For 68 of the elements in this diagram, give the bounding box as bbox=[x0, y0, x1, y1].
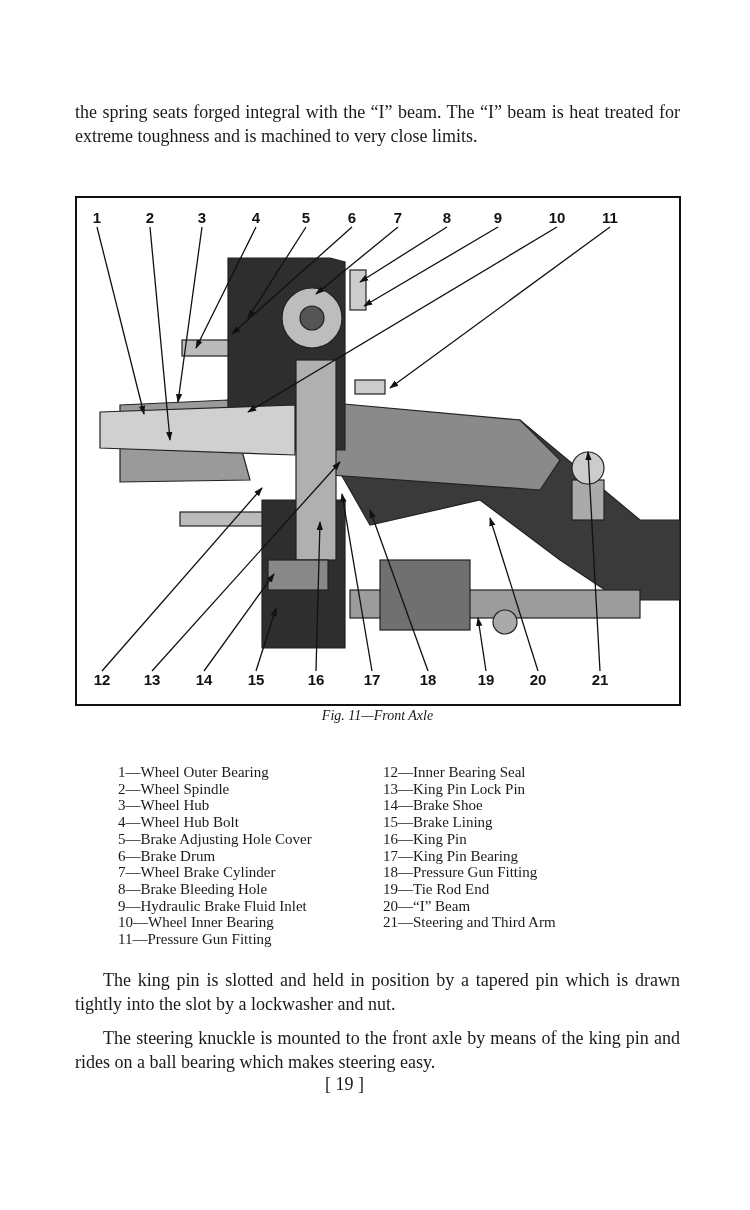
leader-line bbox=[363, 226, 499, 307]
legend-entry: 17—King Pin Bearing bbox=[383, 847, 518, 864]
callout-number: 7 bbox=[385, 209, 411, 227]
callout-number: 9 bbox=[485, 209, 511, 227]
leader-line bbox=[476, 617, 487, 672]
leader-line bbox=[315, 521, 323, 672]
figure-caption: Fig. 11—Front Axle bbox=[320, 708, 435, 724]
leader-line bbox=[585, 451, 601, 672]
callout-number: 17 bbox=[359, 671, 385, 689]
callout-number: 21 bbox=[587, 671, 613, 689]
callout-number: 19 bbox=[473, 671, 499, 689]
legend-entry: 8—Brake Bleeding Hole bbox=[118, 880, 268, 897]
callout-number: 18 bbox=[415, 671, 441, 689]
leader-line bbox=[340, 493, 373, 672]
legend-entry: 3—Wheel Hub bbox=[118, 797, 210, 814]
leader-line bbox=[101, 487, 263, 672]
callout-number: 12 bbox=[89, 671, 115, 689]
legend-entry: 12—Inner Bearing Seal bbox=[383, 764, 526, 780]
legend-entry: 9—Hydraulic Brake Fluid Inlet bbox=[118, 897, 307, 914]
body-paragraph: The king pin is slotted and held in position by a tapered pin which is drawn tightly into the slot by a lockwasher and nut. bbox=[75, 969, 680, 1016]
legend-entry: 7—Wheel Brake Cylinder bbox=[118, 864, 276, 881]
callout-number: 8 bbox=[434, 209, 460, 227]
legend-entry: 2—Wheel Spindle bbox=[118, 780, 230, 797]
callout-number: 6 bbox=[339, 209, 365, 227]
leader-line bbox=[389, 226, 611, 389]
leader-line bbox=[195, 226, 257, 349]
leader-line bbox=[369, 509, 429, 672]
leader-line bbox=[247, 226, 307, 319]
legend-entry: 21—Steering and Third Arm bbox=[383, 914, 556, 931]
leader-line bbox=[231, 226, 353, 335]
legend-entry: 4—Wheel Hub Bolt bbox=[118, 814, 239, 831]
leader-line bbox=[151, 461, 341, 672]
legend-entry: 10—Wheel Inner Bearing bbox=[118, 914, 274, 931]
callout-number: 11 bbox=[597, 209, 623, 227]
callout-number: 20 bbox=[525, 671, 551, 689]
body-paragraph: the spring seats forged integral with the “I” beam. The “I” beam is heat treated for extreme toughness and is machined to very close limits. bbox=[75, 101, 680, 148]
legend-entry: 6—Brake Drum bbox=[118, 847, 216, 864]
callout-number: 16 bbox=[303, 671, 329, 689]
leader-line bbox=[315, 226, 399, 295]
legend-entry: 19—Tie Rod End bbox=[383, 880, 490, 897]
leader-line bbox=[175, 226, 203, 403]
page-number: [ 19 ] bbox=[325, 1073, 365, 1096]
leader-line bbox=[203, 573, 275, 672]
leader-line bbox=[149, 226, 173, 441]
leader-line bbox=[247, 226, 558, 413]
legend-entry: 15—Brake Lining bbox=[383, 814, 493, 831]
callout-number: 2 bbox=[137, 209, 163, 227]
legend-entry: 13—King Pin Lock Pin bbox=[383, 780, 526, 797]
leader-line bbox=[489, 517, 539, 672]
callout-number: 14 bbox=[191, 671, 217, 689]
body-paragraph: The steering knuckle is mounted to the front axle by means of the king pin and rides on a ball bearing which makes steering easy. bbox=[75, 1027, 680, 1074]
leader-line bbox=[96, 226, 146, 415]
legend-entry: 16—King Pin bbox=[383, 830, 467, 847]
callout-number: 15 bbox=[243, 671, 269, 689]
callout-number: 13 bbox=[139, 671, 165, 689]
legend-entry: 5—Brake Adjusting Hole Cover bbox=[118, 830, 312, 847]
callout-number: 1 bbox=[84, 209, 110, 227]
legend-entry: 18—Pressure Gun Fitting bbox=[383, 864, 538, 881]
legend-entry: 11—Pressure Gun Fitting bbox=[118, 931, 272, 947]
callout-number: 5 bbox=[293, 209, 319, 227]
leader-line bbox=[255, 607, 277, 672]
leader-line bbox=[359, 226, 448, 283]
legend-entry: 20—“I” Beam bbox=[383, 897, 471, 914]
legend-entry: 1—Wheel Outer Bearing bbox=[118, 764, 269, 780]
callout-number: 10 bbox=[544, 209, 570, 227]
callout-number: 3 bbox=[189, 209, 215, 227]
legend-entry: 14—Brake Shoe bbox=[383, 797, 483, 814]
callout-number: 4 bbox=[243, 209, 269, 227]
